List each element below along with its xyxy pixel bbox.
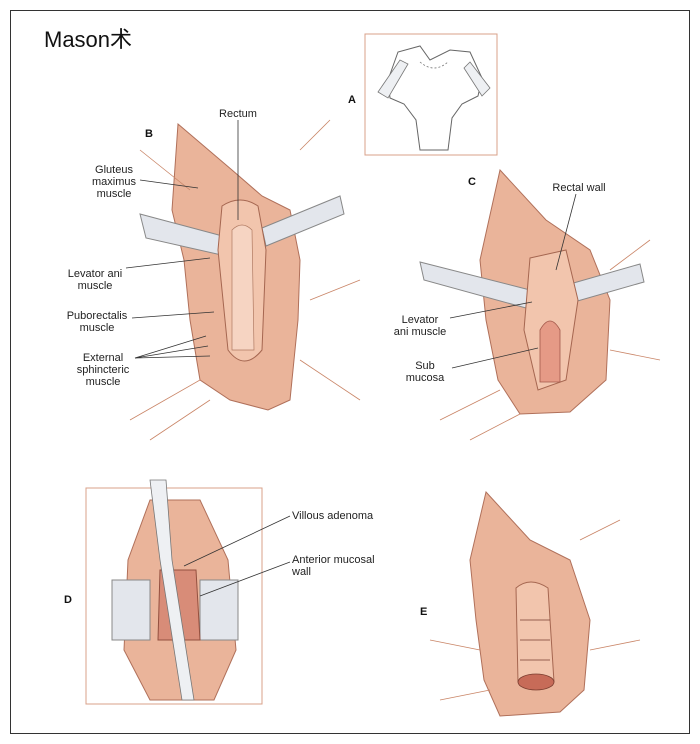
label-puborectalis-muscle: Puborectalis muscle	[66, 310, 128, 334]
panel-label-c: C	[468, 176, 476, 188]
label-villous-adenoma: Villous adenoma	[292, 510, 374, 522]
panel-label-a: A	[348, 94, 356, 106]
label-gluteus-maximus-muscle: Gluteus maximus muscle	[91, 164, 136, 200]
panel-b-illustration	[129, 119, 361, 441]
label-external-sphincteric-muscle: External sphincteric muscle	[76, 352, 130, 388]
panel-label-b: B	[145, 128, 153, 140]
panel-c-illustration	[419, 168, 661, 441]
panel-label-e: E	[420, 606, 428, 618]
label-levator-ani-muscle-c: Levator ani muscle	[393, 314, 447, 338]
panel-label-d: D	[64, 594, 72, 606]
label-levator-ani-muscle-b: Levator ani muscle	[67, 268, 123, 292]
label-rectal-wall: Rectal wall	[552, 182, 606, 194]
label-anterior-mucosal-wall: Anterior mucosal wall	[292, 554, 375, 578]
label-rectum: Rectum	[219, 108, 257, 120]
figure-title: Mason术	[44, 27, 133, 52]
panel-a-illustration	[364, 33, 498, 156]
panel-e-illustration	[429, 490, 641, 717]
label-submucosa: Sub mucosa	[405, 360, 445, 384]
image-frame	[10, 10, 690, 734]
panel-d-illustration	[85, 479, 263, 705]
leader-lines	[125, 120, 577, 597]
